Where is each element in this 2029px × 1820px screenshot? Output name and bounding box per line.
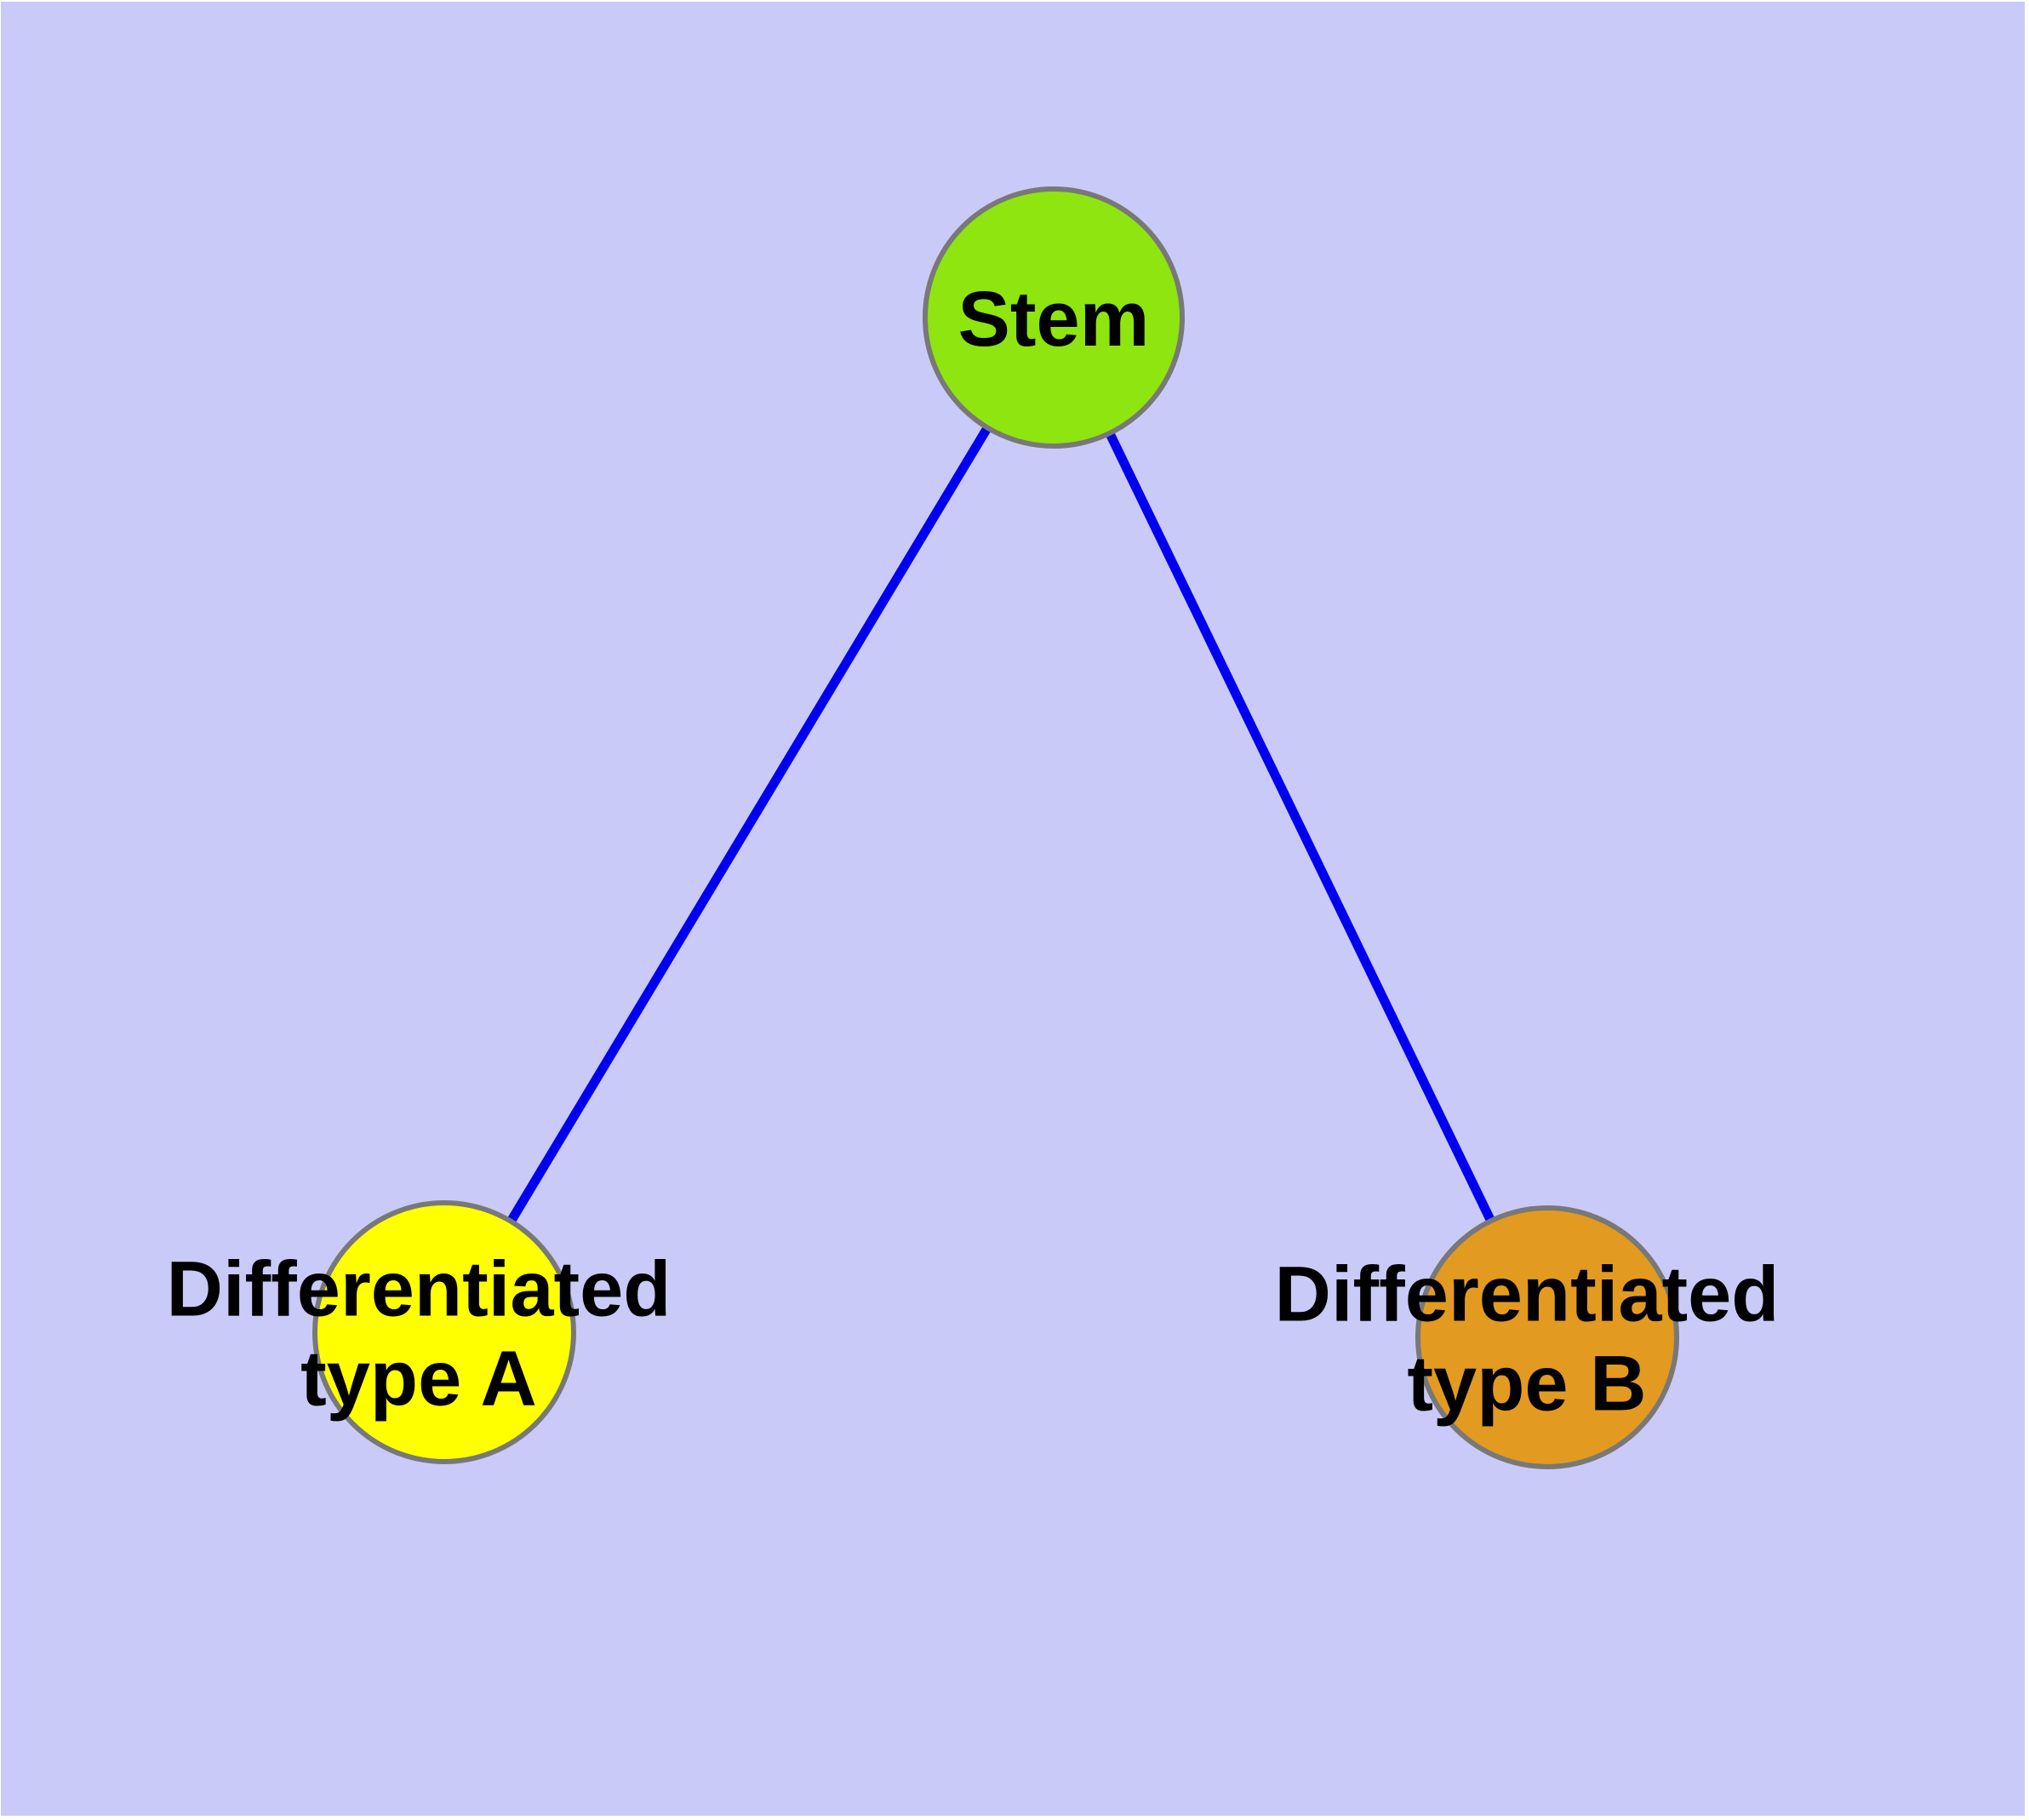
edges-layer — [440, 315, 1552, 1340]
edge-stem-diff-a — [440, 315, 1058, 1335]
node-diff-b — [1415, 1205, 1679, 1469]
edge-stem-diff-b — [1049, 315, 1552, 1340]
node-label-diff-a-line1: Differentiated — [167, 1246, 672, 1333]
node-label-diff-b-line2: type B — [1407, 1341, 1646, 1428]
nodes-layer — [312, 186, 1679, 1469]
node-stem — [923, 186, 1185, 449]
node-label-diff-b-line1: Differentiated — [1275, 1251, 1780, 1338]
node-diff-a — [312, 1200, 576, 1464]
node-label-stem-line1: Stem — [958, 276, 1150, 363]
node-label-diff-a-line2: type A — [300, 1336, 537, 1422]
